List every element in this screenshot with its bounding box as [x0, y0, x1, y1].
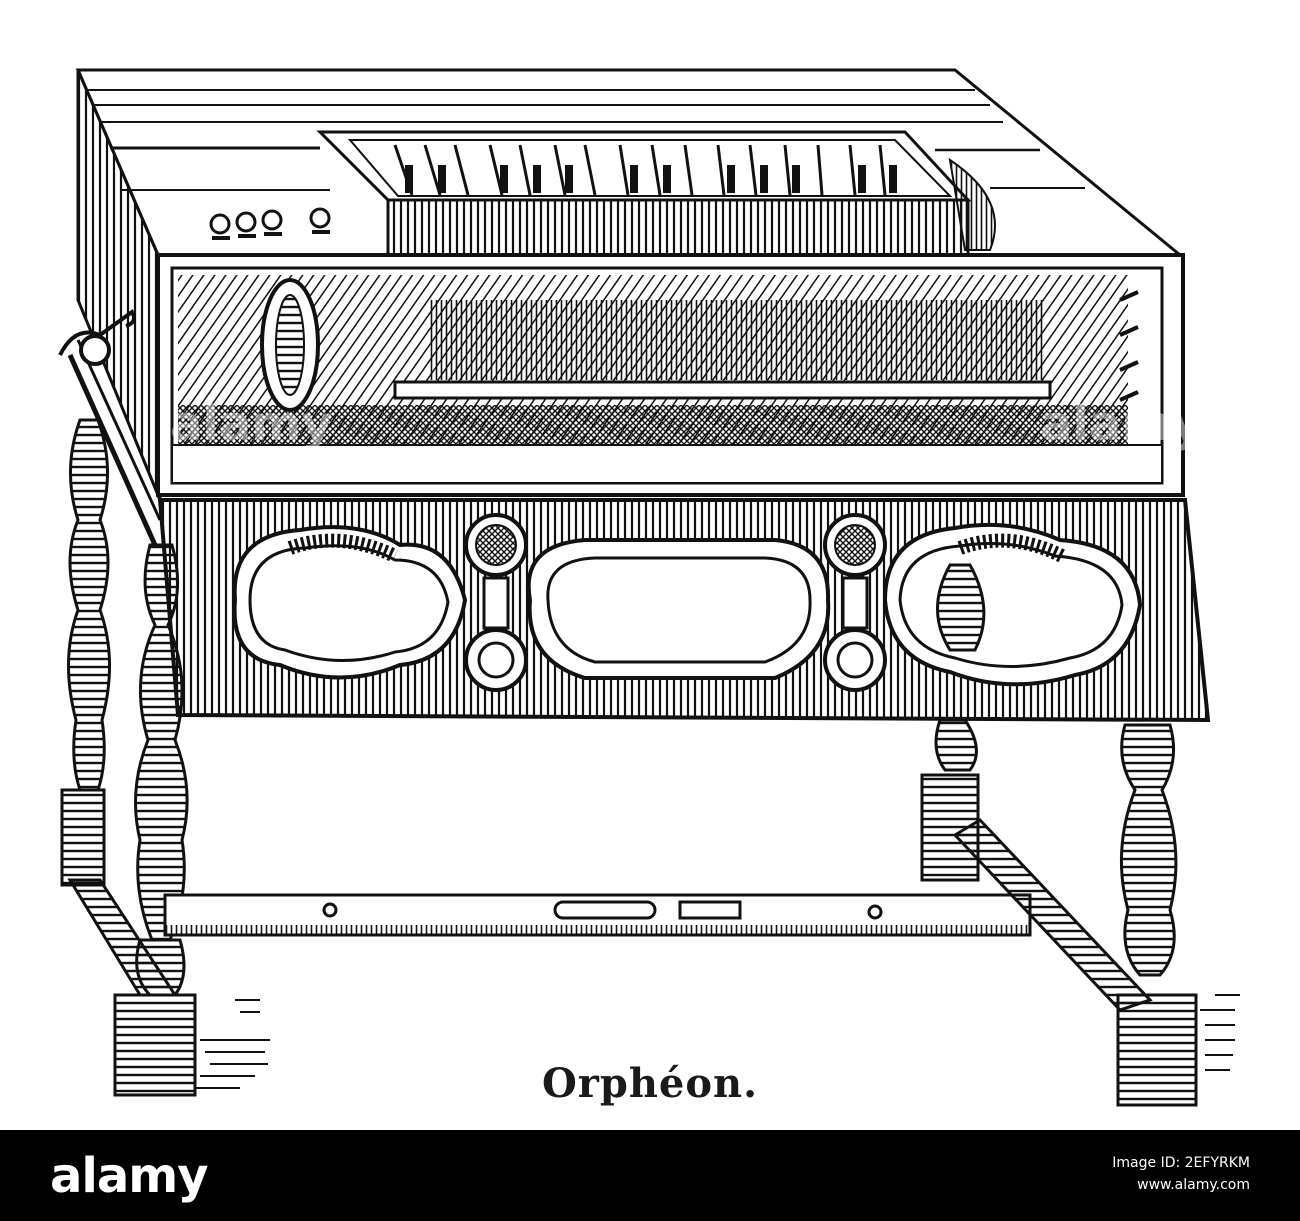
tuning-pegs — [209, 207, 331, 240]
leg-back-right — [920, 718, 980, 882]
alamy-logo[interactable]: alamy — [50, 1148, 209, 1204]
string-cavity — [156, 253, 1185, 497]
stock-footer: alamy Image ID: 2EFYRKM www.alamy.com — [0, 1130, 1300, 1221]
image-id-label: Image ID: 2EFYRKM — [1112, 1155, 1250, 1171]
leg-front-left — [113, 543, 197, 1097]
orpheon-illustration: alamy alamy — [58, 68, 1240, 1107]
ground-shadow — [195, 994, 1240, 1089]
stretchers — [67, 818, 1153, 1012]
watermark-left: alamy — [170, 396, 333, 452]
leg-front-right — [1116, 723, 1198, 1107]
front-panel — [157, 498, 1211, 723]
crank-handle — [58, 309, 162, 547]
watermark-right: alamy — [1040, 396, 1203, 452]
footer-url[interactable]: www.alamy.com — [1137, 1177, 1250, 1193]
illustration-caption: Orphéon. — [541, 1060, 759, 1107]
leg-back-left — [60, 418, 112, 887]
footer-meta: Image ID: 2EFYRKM www.alamy.com — [1112, 1152, 1250, 1196]
keyboard — [316, 130, 996, 257]
